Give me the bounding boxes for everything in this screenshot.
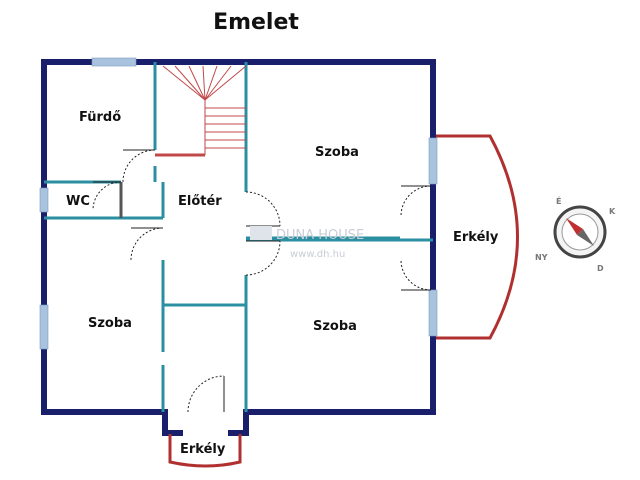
watermark: DUNA HOUSE www.dh.hu <box>250 226 364 260</box>
door-leaves <box>93 149 431 412</box>
windows <box>39 57 438 350</box>
compass-icon: É K D NY <box>535 195 616 273</box>
balcony-right <box>436 134 519 340</box>
compass-north: É <box>556 195 561 206</box>
room-label-furdo: Fürdő <box>79 110 121 125</box>
watermark-url: www.dh.hu <box>290 249 345 260</box>
compass-east: K <box>609 207 616 216</box>
balcony-bottom <box>168 434 242 468</box>
compass-south: D <box>597 264 604 273</box>
room-label-erkely-bottom: Erkély <box>180 442 226 457</box>
stairs <box>155 65 247 157</box>
room-label-szoba-bottom-right: Szoba <box>313 319 357 334</box>
balconies <box>168 134 519 468</box>
room-label-wc: WC <box>66 194 90 209</box>
door-swings <box>92 149 432 413</box>
compass-west: NY <box>535 253 548 262</box>
plan-title: Emelet <box>213 10 299 35</box>
room-label-szoba-left: Szoba <box>88 316 132 331</box>
room-label-eloter: Előtér <box>178 194 222 209</box>
room-label-szoba-top-right: Szoba <box>315 145 359 160</box>
room-label-erkely-right: Erkély <box>453 230 499 245</box>
watermark-brand: DUNA HOUSE <box>276 228 364 243</box>
